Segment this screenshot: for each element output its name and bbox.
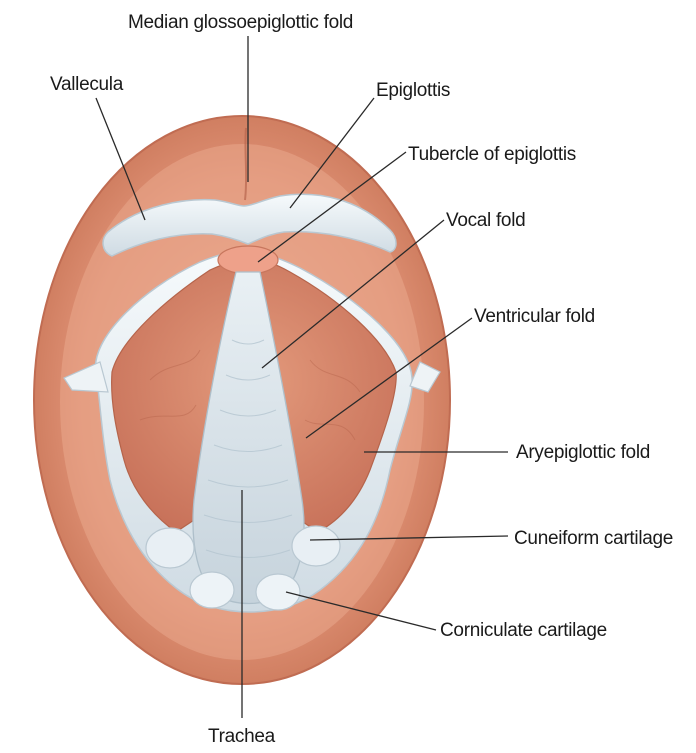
right-corniculate-bump [256, 574, 300, 610]
label-trachea: Trachea [208, 726, 276, 747]
left-corniculate-bump [190, 572, 234, 608]
label-aryepiglottic-fold: Aryepiglottic fold [516, 442, 650, 463]
label-epiglottis: Epiglottis [376, 80, 450, 101]
label-vocal-fold: Vocal fold [446, 210, 525, 231]
label-ventricular-fold: Ventricular fold [474, 306, 595, 327]
median-glossoepiglottic-fold-crease [245, 128, 246, 200]
label-vallecula: Vallecula [50, 74, 124, 95]
label-corniculate-cartilage: Corniculate cartilage [440, 620, 607, 641]
tubercle-of-epiglottis-shape [218, 246, 278, 274]
left-cuneiform-bump [146, 528, 194, 568]
label-tubercle-of-epiglottis: Tubercle of epiglottis [408, 144, 576, 165]
label-median-glossoepiglottic-fold: Median glossoepiglottic fold [128, 12, 353, 33]
label-cuneiform-cartilage: Cuneiform cartilage [514, 528, 673, 549]
right-cuneiform-bump [292, 526, 340, 566]
